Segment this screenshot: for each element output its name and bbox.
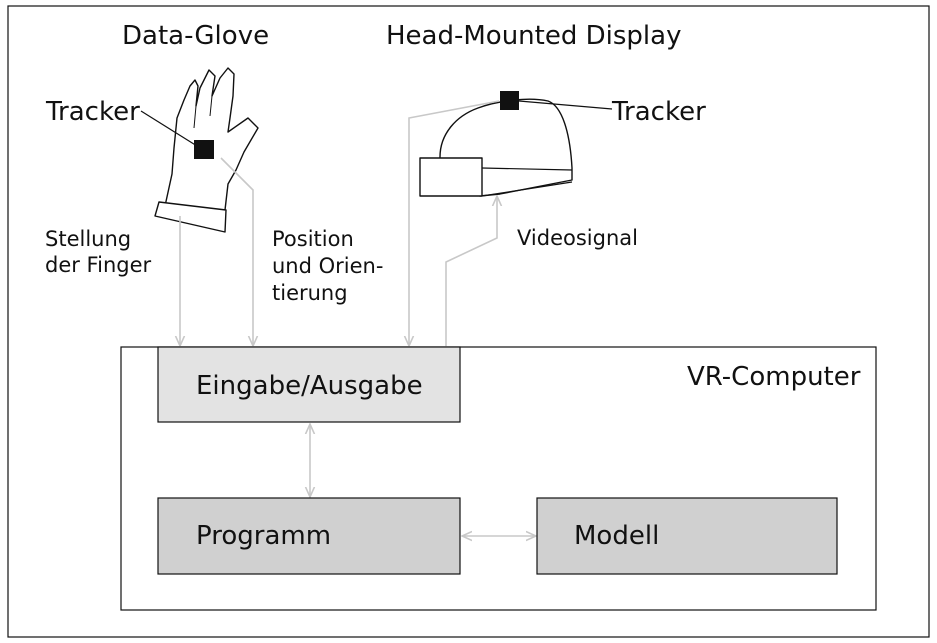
data-glove-heading: Data-Glove — [122, 21, 269, 51]
glove-tracker-pointer — [140, 110, 198, 147]
position-signal-label-line2: und Orien- — [272, 254, 383, 278]
vr-computer-label: VR-Computer — [687, 362, 861, 392]
signal-connectors — [180, 100, 536, 536]
position-signal-label-line3: tierung — [272, 281, 348, 305]
video-signal-arrow — [445, 196, 497, 347]
finger-signal-label-line2: der Finger — [45, 253, 152, 277]
model-block — [536, 497, 838, 575]
program-block — [157, 497, 461, 575]
finger-signal-label-line1: Stellung — [45, 227, 131, 251]
hmd-tracker-label: Tracker — [611, 97, 706, 127]
model-block-label: Modell — [574, 521, 659, 551]
glove-tracker-label: Tracker — [45, 97, 140, 127]
hmd-icon — [419, 98, 573, 197]
glove-tracker — [194, 140, 214, 159]
glove-icon — [154, 67, 259, 233]
video-signal-label: Videosignal — [517, 226, 638, 250]
position-signal-label-line1: Position — [272, 227, 354, 251]
io-block — [157, 346, 461, 423]
io-block-label: Eingabe/Ausgabe — [196, 371, 423, 401]
hmd-heading: Head-Mounted Display — [386, 21, 681, 51]
program-block-label: Programm — [196, 521, 331, 551]
hmd-tracker-arrow — [409, 100, 500, 346]
position-signal-arrow — [220, 157, 253, 346]
hmd-tracker — [500, 91, 519, 110]
hmd-tracker-pointer — [518, 100, 613, 110]
